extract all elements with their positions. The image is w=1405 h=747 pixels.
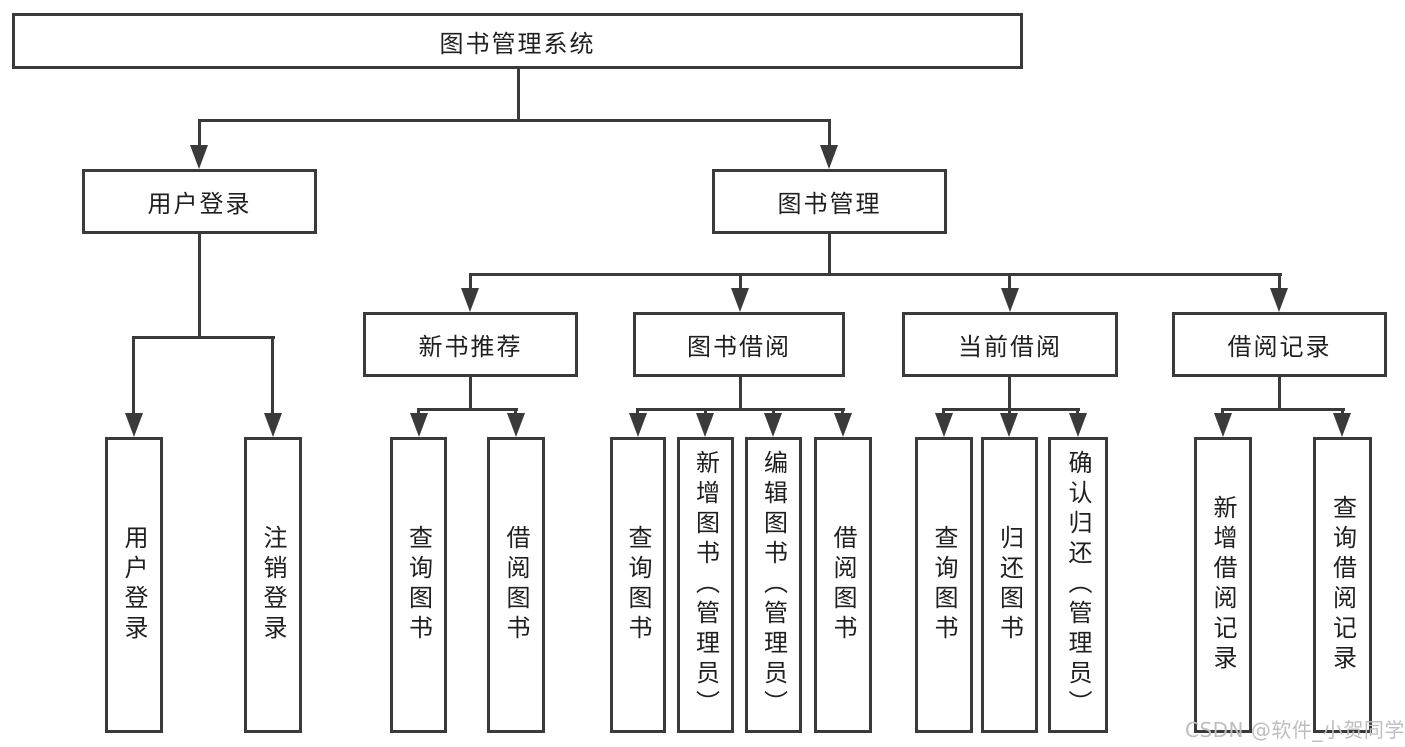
leaf-newbook-query-books: 查询图书 (390, 437, 447, 733)
leaf-user-login-label: 用户登录 (120, 525, 148, 645)
arrowhead-to-borrow-books (834, 413, 852, 437)
leaf-logout: 注销登录 (244, 437, 302, 733)
leaf-confirm-return-admin-label: 确认归还（管理员） (1064, 450, 1092, 720)
connector-book-borrow-rail (636, 408, 845, 411)
connector-current-borrow-stem (1008, 377, 1011, 408)
arrowhead-to-leaf-logout (264, 413, 282, 437)
connector-to-leaf-logout (271, 336, 274, 413)
connector-user-login-stem (198, 234, 201, 336)
node-book-management: 图书管理 (712, 169, 947, 234)
connector-to-query-record (1341, 408, 1344, 415)
connector-to-newbook-borrow (514, 408, 517, 415)
arrowhead-to-add-record (1214, 413, 1232, 437)
connector-new-book-stem (469, 377, 472, 408)
arrowhead-to-book-borrow (731, 288, 749, 312)
node-root-label: 图书管理系统 (439, 29, 596, 58)
connector-root-rail (198, 119, 831, 122)
arrowhead-to-return-books (1000, 413, 1018, 437)
leaf-logout-label: 注销登录 (259, 525, 287, 645)
node-book-borrow: 图书借阅 (633, 312, 845, 377)
arrowhead-to-confirm-return (1069, 413, 1087, 437)
arrowhead-to-current-borrow (1001, 288, 1019, 312)
connector-current-borrow-rail (942, 408, 1080, 411)
connector-book-management-stem (828, 234, 831, 273)
arrowhead-to-add-books (696, 413, 714, 437)
leaf-edit-books-admin: 编辑图书（管理员） (745, 437, 802, 733)
connector-borrow-record-rail (1221, 408, 1345, 411)
leaf-return-books-label: 归还图书 (995, 525, 1024, 645)
leaf-user-login: 用户登录 (105, 437, 163, 733)
arrowhead-to-query-record (1333, 413, 1351, 437)
leaf-query-borrow-record: 查询借阅记录 (1313, 437, 1372, 733)
connector-to-new-book-recommend (469, 273, 472, 290)
node-new-book-recommend-label: 新书推荐 (418, 333, 523, 361)
arrowhead-to-newbook-query (410, 413, 428, 437)
leaf-confirm-return-admin: 确认归还（管理员） (1048, 437, 1108, 733)
leaf-borrow-query-books-label: 查询图书 (624, 525, 652, 645)
node-new-book-recommend: 新书推荐 (363, 312, 578, 377)
leaf-add-borrow-record: 新增借阅记录 (1194, 437, 1252, 733)
leaf-current-query-books: 查询图书 (915, 437, 973, 733)
leaf-add-books-admin: 新增图书（管理员） (677, 437, 734, 733)
connector-book-management-rail (469, 273, 1282, 276)
connector-user-login-rail (132, 336, 275, 339)
leaf-newbook-borrow-books-label: 借阅图书 (502, 525, 530, 645)
arrowhead-to-book-management (820, 145, 838, 169)
leaf-edit-books-admin-label: 编辑图书（管理员） (759, 450, 788, 720)
connector-to-current-borrow (1008, 273, 1011, 290)
leaf-newbook-query-books-label: 查询图书 (404, 525, 433, 645)
connector-new-book-rail (417, 408, 518, 411)
connector-to-return-books (1008, 408, 1011, 415)
leaf-newbook-borrow-books: 借阅图书 (487, 437, 545, 733)
connector-root-to-user-login (198, 119, 201, 147)
node-user-login-label: 用户登录 (147, 190, 252, 218)
connector-to-borrow-record (1278, 273, 1281, 290)
connector-to-borrow-books (841, 408, 844, 415)
connector-to-edit-books (772, 408, 775, 415)
leaf-add-borrow-record-label: 新增借阅记录 (1209, 495, 1237, 675)
node-current-borrow: 当前借阅 (902, 312, 1118, 377)
node-current-borrow-label: 当前借阅 (958, 333, 1062, 361)
node-borrow-record-label: 借阅记录 (1227, 333, 1332, 361)
connector-to-book-borrow (739, 273, 742, 290)
arrowhead-to-leaf-user-login (125, 413, 143, 437)
leaf-return-books: 归还图书 (981, 437, 1038, 733)
leaf-current-query-books-label: 查询图书 (930, 525, 958, 645)
arrowhead-to-newbook-borrow (507, 413, 525, 437)
connector-to-add-books (704, 408, 707, 415)
connector-to-current-query (942, 408, 945, 415)
arrowhead-to-current-query (935, 413, 953, 437)
arrowhead-to-user-login (190, 145, 208, 169)
connector-to-leaf-user-login (132, 336, 135, 413)
connector-to-newbook-query (417, 408, 420, 415)
leaf-query-borrow-record-label: 查询借阅记录 (1328, 495, 1357, 675)
node-user-login: 用户登录 (82, 169, 317, 234)
connector-to-borrow-query (636, 408, 639, 415)
connector-borrow-record-stem (1278, 377, 1281, 408)
arrowhead-to-new-book-recommend (461, 288, 479, 312)
leaf-add-books-admin-label: 新增图书（管理员） (691, 450, 720, 720)
node-root: 图书管理系统 (12, 13, 1023, 69)
arrowhead-to-edit-books (764, 413, 782, 437)
connector-root-to-book-management (828, 119, 831, 147)
connector-to-add-record (1221, 408, 1224, 415)
arrowhead-to-borrow-query (629, 413, 647, 437)
node-book-borrow-label: 图书借阅 (687, 333, 791, 361)
leaf-borrow-query-books: 查询图书 (610, 437, 666, 733)
csdn-watermark: CSDN @软件_小贺同学 (1185, 718, 1405, 742)
leaf-borrow-borrow-books: 借阅图书 (814, 437, 872, 733)
arrowhead-to-borrow-record (1270, 288, 1288, 312)
node-borrow-record: 借阅记录 (1172, 312, 1387, 377)
leaf-borrow-borrow-books-label: 借阅图书 (829, 525, 857, 645)
connector-root-stem (517, 69, 520, 119)
connector-book-borrow-stem (739, 377, 742, 408)
node-book-management-label: 图书管理 (777, 190, 882, 218)
connector-to-confirm-return (1076, 408, 1079, 415)
